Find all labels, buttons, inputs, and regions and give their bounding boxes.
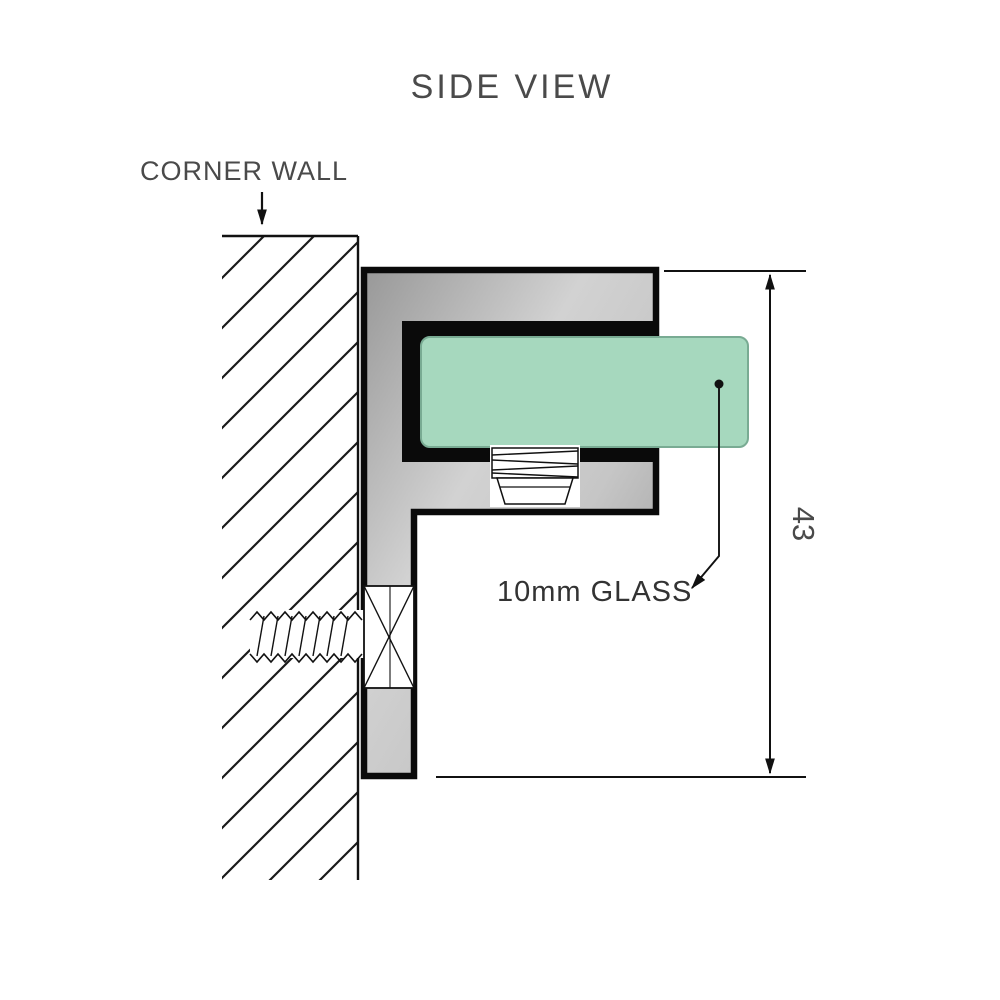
gasket-top (408, 321, 656, 338)
dimension-label: 43 (786, 507, 821, 541)
corner-wall-callout: CORNER WALL (140, 156, 348, 226)
corner-wall-label: CORNER WALL (140, 156, 348, 186)
glass-panel (420, 336, 749, 448)
glass-callout: 10mm GLASS (497, 379, 724, 608)
page-title: SIDE VIEW (411, 68, 614, 106)
glass-leader-dot (714, 379, 724, 389)
wall-section (222, 234, 360, 880)
grub-screw-threads (491, 450, 579, 478)
glass-label: 10mm GLASS (497, 576, 692, 608)
glass-leader-line (691, 384, 720, 590)
wall-hatching (222, 236, 358, 880)
mounting-screw (249, 585, 415, 689)
mounting-screw-thread-bottom (249, 652, 363, 664)
gasket-back (402, 321, 422, 462)
grub-screw-tip (495, 477, 575, 505)
grub-screw (490, 445, 580, 507)
dimension-height: 43 (436, 270, 821, 778)
mounting-screw-thread-lines (256, 615, 349, 657)
mounting-screw-countersink (363, 585, 415, 689)
